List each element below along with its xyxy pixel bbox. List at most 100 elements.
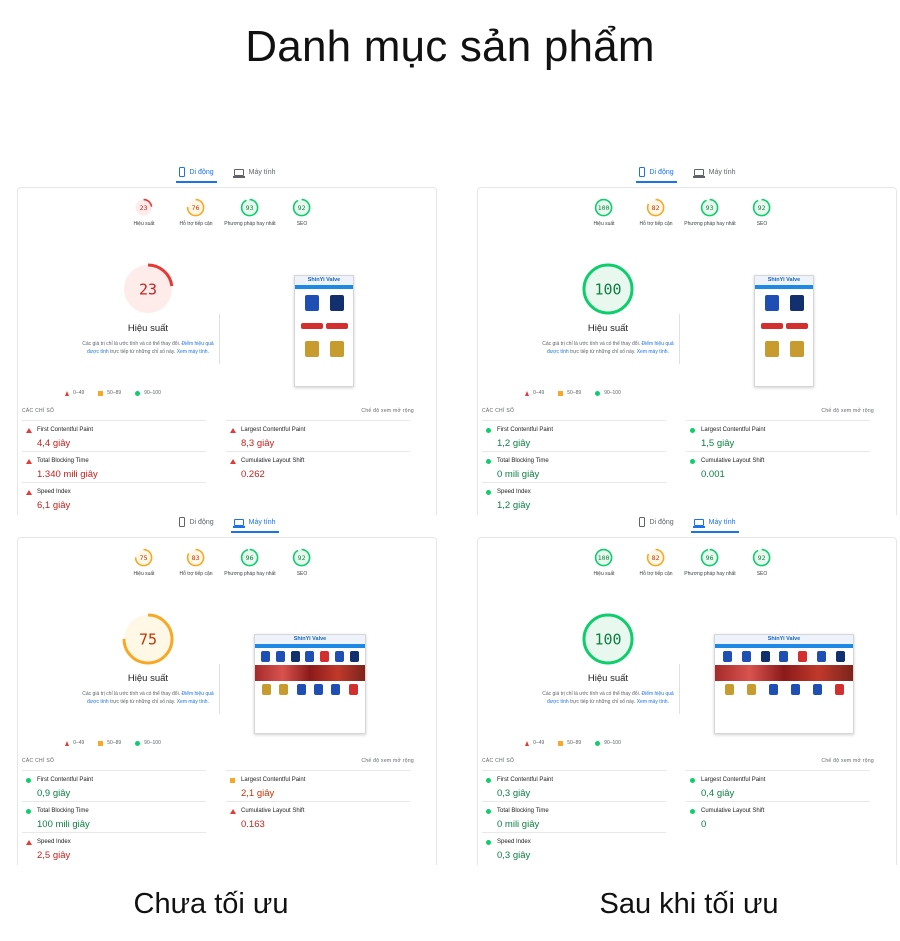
triangle-icon [230, 428, 236, 433]
score-calculation-link[interactable]: Điểm hiệu quả được tính [547, 691, 674, 705]
metric-si-label: Speed Index [497, 839, 531, 845]
category-best_practices-score: 93 [246, 204, 254, 212]
device-tabs: Di động Máy tính [17, 513, 437, 533]
tab-mobile[interactable]: Di động [636, 513, 677, 531]
legend-item: 90–100 [135, 740, 161, 746]
performance-main-score: 75 [139, 630, 157, 648]
tab-desktop[interactable]: Máy tính [691, 163, 739, 181]
metric-fcp-value: 0,9 giây [37, 788, 71, 799]
triangle-icon [26, 490, 32, 495]
tab-mobile-label: Di động [189, 168, 214, 176]
score-calculation-link[interactable]: Điểm hiệu quả được tính [87, 691, 214, 705]
page-title: Danh mục sản phẩm [245, 22, 655, 71]
circle-icon [690, 809, 695, 814]
triangle-icon [26, 459, 32, 464]
valve-product-image [275, 651, 285, 662]
desc-text: trực tiếp từ những chỉ số này. [570, 699, 636, 705]
valve-product-image [329, 295, 344, 311]
legend-label: 50–89 [567, 740, 582, 746]
score-calculation-link[interactable]: Điểm hiệu quả được tính [87, 341, 214, 355]
category-best_practices-gauge-arc [241, 198, 259, 217]
calculator-link[interactable]: Xem máy tính. [176, 349, 209, 355]
performance-description: Các giá trị chỉ là ước tính và có thể th… [58, 690, 238, 706]
metric-tbt-label: Total Blocking Time [37, 458, 89, 464]
expand-view-toggle[interactable]: Chế độ xem mở rộng [821, 758, 874, 764]
valve-product-image [349, 651, 359, 662]
category-performance-gauge-fill [596, 549, 613, 566]
performance-main-gauge-fill [584, 615, 632, 663]
valve-product-image [741, 651, 751, 662]
tab-mobile[interactable]: Di động [175, 163, 217, 183]
expand-view-toggle[interactable]: Chế độ xem mở rộng [361, 408, 414, 414]
expand-view-toggle[interactable]: Chế độ xem mở rộng [821, 408, 874, 414]
metric-cls-name: Cumulative Layout Shift [686, 458, 870, 465]
tab-desktop[interactable]: Máy tính [231, 163, 279, 181]
desc-text: trực tiếp từ những chỉ số này. [110, 349, 176, 355]
thumb-product-row [715, 648, 853, 665]
category-accessibility-gauge: 82 [647, 198, 665, 217]
calculator-link[interactable]: Xem máy tính. [176, 699, 209, 705]
metric-tbt-value: 0 mili giây [497, 469, 540, 480]
metric-tbt-name: Total Blocking Time [482, 808, 666, 815]
tab-desktop[interactable]: Máy tính [690, 513, 739, 533]
thumb-nav-bar [715, 644, 853, 648]
category-seo-gauge-fill [294, 199, 311, 216]
thumb-product-row [755, 289, 813, 317]
calculator-link[interactable]: Xem máy tính. [636, 349, 669, 355]
score-calculation-link[interactable]: Điểm hiệu quả được tính [547, 341, 674, 355]
calculator-link[interactable]: Xem máy tính. [636, 699, 669, 705]
performance-main-score: 100 [594, 630, 621, 648]
tab-desktop[interactable]: Máy tính [230, 513, 279, 533]
legend-item: 50–89 [558, 740, 581, 746]
metric-fcp-name: First Contentful Paint [22, 777, 206, 784]
tab-mobile[interactable]: Di động [176, 513, 217, 531]
category-best_practices-label: Phương pháp hay nhất [684, 571, 736, 578]
performance-title: Hiệu suất [127, 323, 169, 334]
device-tabs: Di động Máy tính [477, 163, 897, 183]
valve-product-image [320, 651, 330, 662]
thumb-brand-logo: ShinYi Valve [755, 276, 813, 285]
expand-view-toggle[interactable]: Chế độ xem mở rộng [361, 758, 414, 764]
valve-product-image [331, 684, 341, 695]
valve-product-image [348, 684, 358, 695]
legend-label: 90–100 [604, 390, 621, 396]
metrics-title: CÁC CHỈ SỐ [22, 758, 55, 764]
category-performance-score: 75 [140, 554, 148, 562]
legend-label: 0–49 [73, 740, 85, 746]
circle-icon [26, 809, 31, 814]
valve-product-image [335, 651, 345, 662]
category-performance-gauge-fill [136, 549, 153, 566]
valve-product-image [746, 684, 756, 695]
category-accessibility-gauge-fill [188, 199, 205, 216]
triangle-icon [65, 740, 70, 746]
legend-label: 50–89 [567, 390, 582, 396]
triangle-icon [525, 390, 530, 396]
tab-mobile[interactable]: Di động [635, 163, 677, 183]
legend-label: 0–49 [533, 390, 545, 396]
